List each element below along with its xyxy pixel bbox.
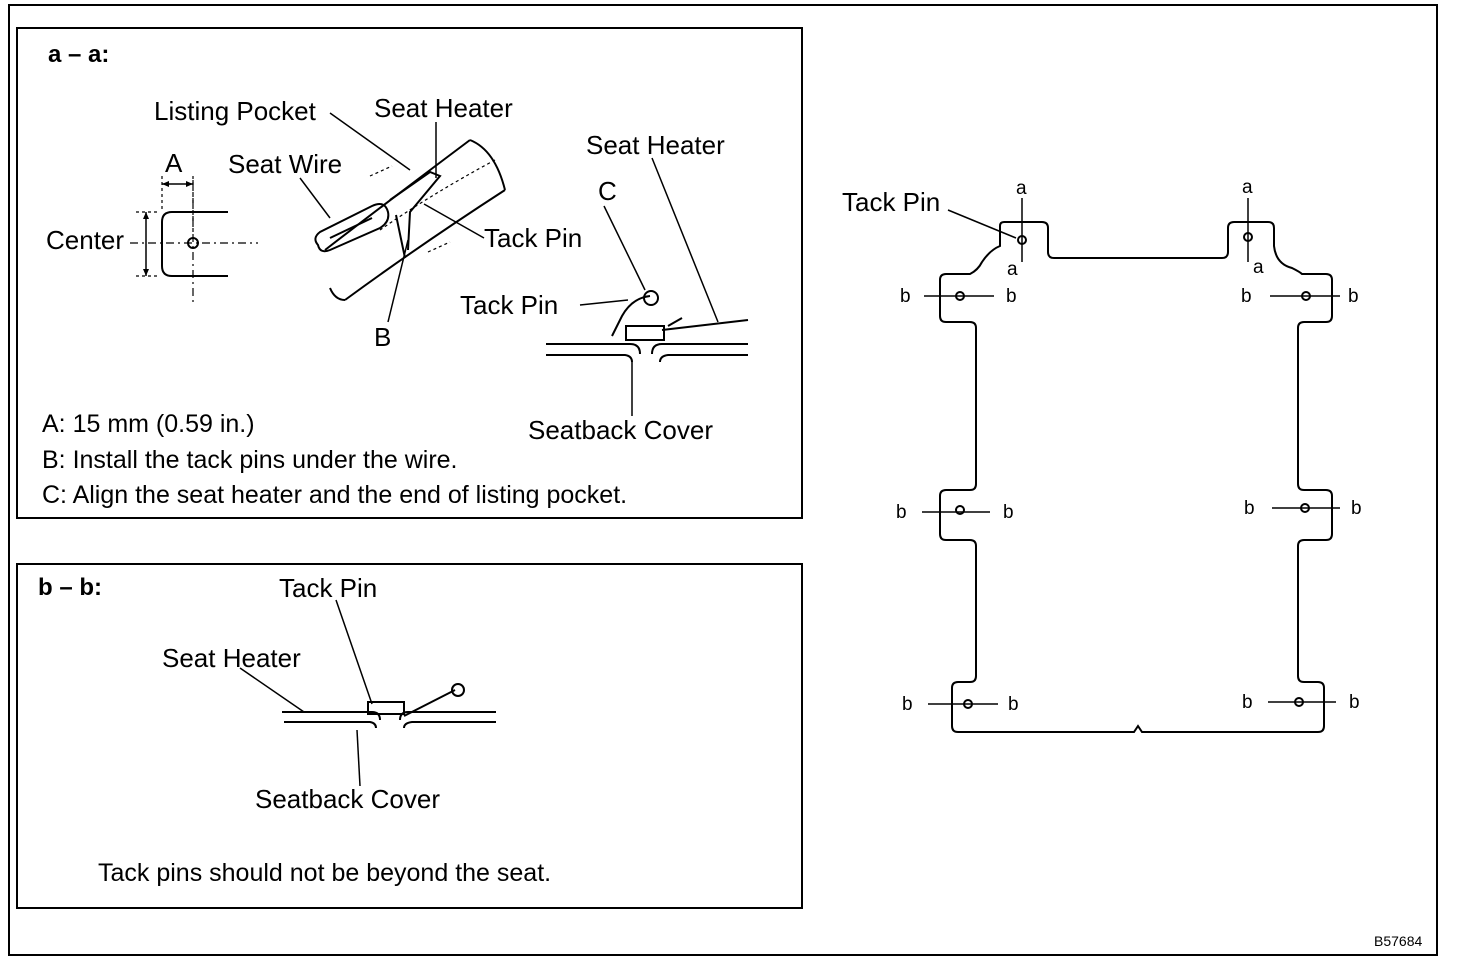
marker-b-4: b (1348, 286, 1359, 307)
seat-wire-label: Seat Wire (228, 149, 342, 179)
seatback-cover-label-aa: Seatback Cover (528, 415, 713, 445)
tack-pin-label-layout: Tack Pin (842, 187, 940, 217)
seat-heater-label-right: Seat Heater (586, 130, 725, 160)
callout-b-label: B (374, 322, 391, 352)
marker-a-top-right: a (1242, 177, 1253, 198)
tack-pin-label-lower: Tack Pin (460, 290, 558, 320)
marker-b-6: b (1003, 502, 1014, 523)
callout-c-label: C (598, 176, 617, 206)
tack-pin-label-bb: Tack Pin (279, 573, 377, 603)
center-detail-drawing (130, 176, 258, 305)
seat-heater-label-top: Seat Heater (374, 93, 513, 123)
marker-b-1: b (900, 286, 911, 307)
figure-code: B57684 (1374, 933, 1422, 949)
marker-b-9: b (902, 694, 913, 715)
marker-b-12: b (1349, 692, 1360, 713)
seat-heater-section-drawing (546, 157, 749, 416)
tack-pin-label-upper: Tack Pin (484, 223, 582, 253)
seat-heater-section-bb-drawing (239, 599, 496, 787)
listing-pocket-drawing (299, 112, 506, 323)
section-bb-panel (16, 563, 803, 909)
dimension-a-label: A (165, 148, 183, 178)
marker-b-10: b (1008, 694, 1019, 715)
note-bb: Tack pins should not be beyond the seat. (98, 859, 551, 887)
figure-frame (8, 4, 1438, 956)
marker-b-8: b (1351, 498, 1362, 519)
marker-a-bottom-left: a (1007, 259, 1018, 280)
marker-a-bottom-right: a (1253, 257, 1264, 278)
marker-b-7: b (1244, 498, 1255, 519)
center-label: Center (46, 225, 124, 255)
marker-a-top-left: a (1016, 178, 1027, 199)
section-bb-header: b – b: (38, 574, 102, 601)
seat-heater-outline (922, 198, 1340, 733)
note-c: C: Align the seat heater and the end of … (42, 481, 627, 509)
marker-b-5: b (896, 502, 907, 523)
listing-pocket-label: Listing Pocket (154, 96, 317, 126)
note-b: B: Install the tack pins under the wire. (42, 446, 458, 474)
marker-b-3: b (1241, 286, 1252, 307)
seat-heater-label-bb: Seat Heater (162, 643, 301, 673)
seatback-cover-label-bb: Seatback Cover (255, 784, 440, 814)
marker-b-2: b (1006, 286, 1017, 307)
section-aa-header: a – a: (48, 41, 109, 68)
note-a: A: 15 mm (0.59 in.) (42, 410, 255, 438)
marker-b-11: b (1242, 692, 1253, 713)
